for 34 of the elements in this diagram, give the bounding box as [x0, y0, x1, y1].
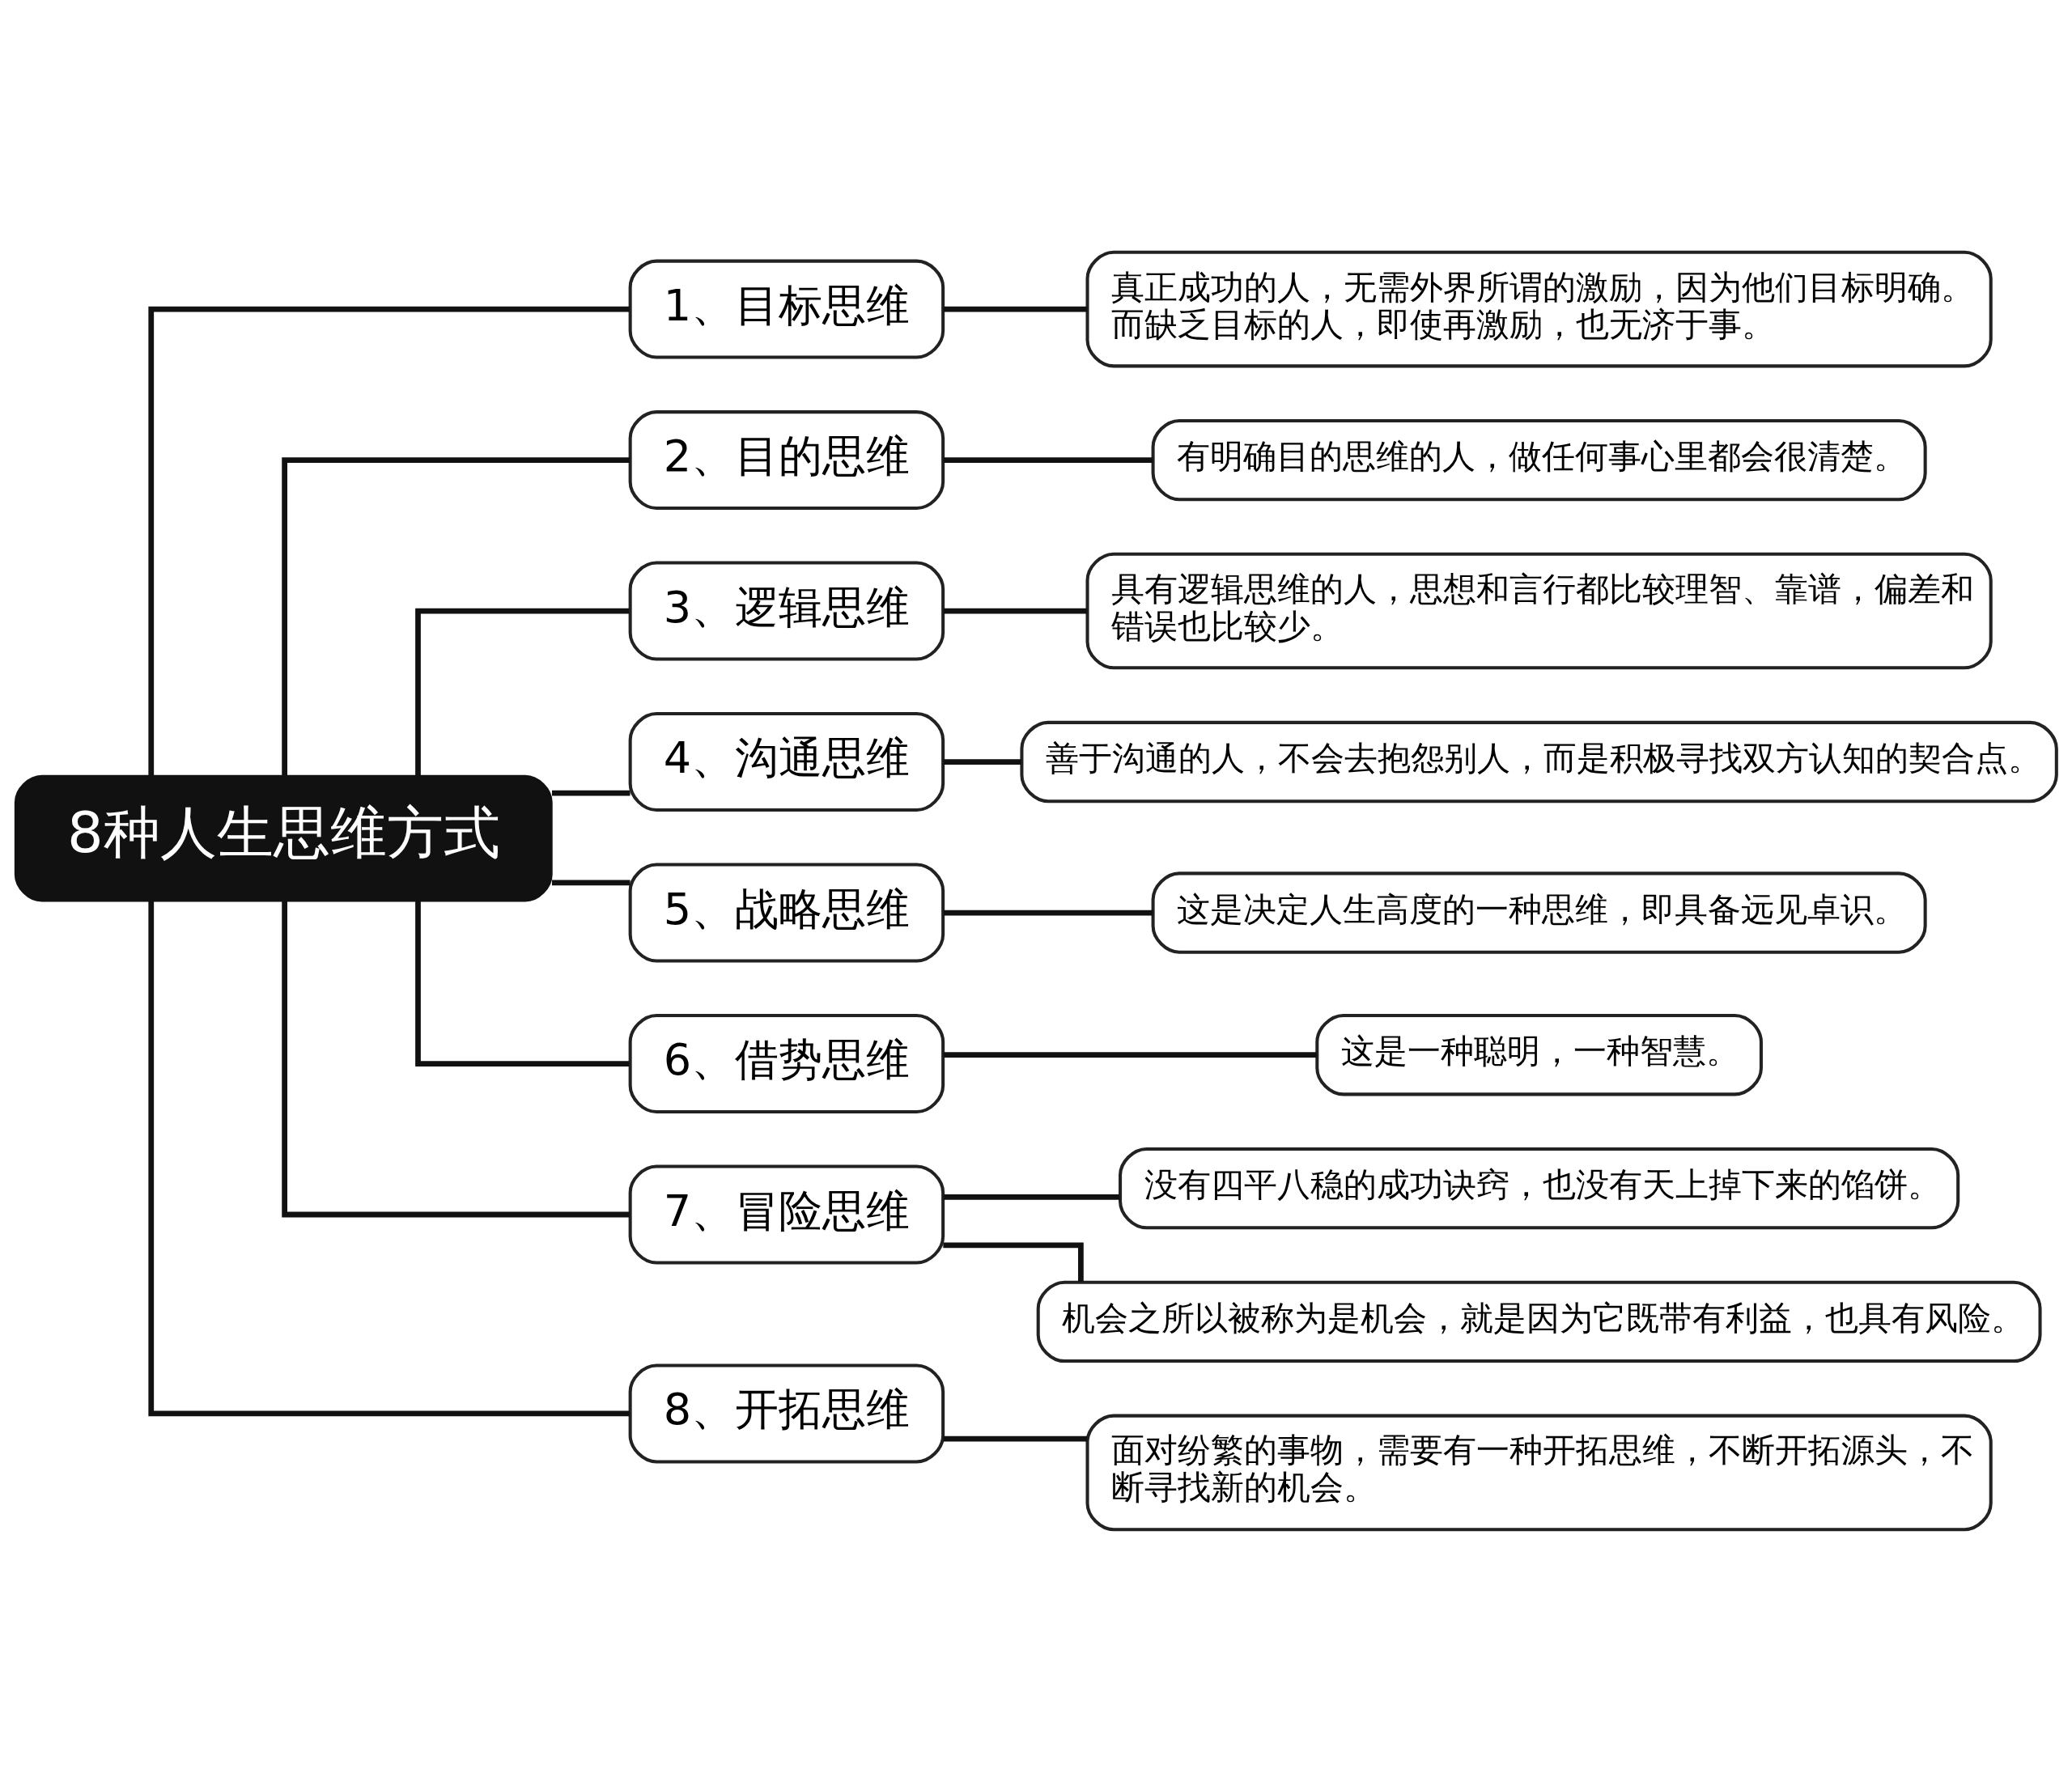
node-box: 8、开拓思维 — [628, 1363, 945, 1463]
node-box: 6、借势思维 — [628, 1013, 945, 1113]
connector — [415, 901, 630, 1066]
node-box: 2、目的思维 — [628, 409, 945, 510]
node-box: 具有逻辑思维的人，思想和言行都比较理智、靠谱，偏差和错误也比较少。 — [1085, 552, 1993, 669]
connector — [148, 901, 630, 1416]
node-box: 没有四平八稳的成功诀窍，也没有天上掉下来的馅饼。 — [1119, 1147, 1960, 1229]
node-box: 真正成功的人，无需外界所谓的激励，因为他们目标明确。而缺乏目标的人，即使再激励，也无济于事。 — [1085, 250, 1993, 367]
node-box: 3、逻辑思维 — [628, 561, 945, 661]
node-box: 1、目标思维 — [628, 259, 945, 359]
connector — [943, 758, 1021, 765]
connector — [943, 608, 1088, 613]
connector — [943, 1051, 1317, 1058]
node-box: 7、冒险思维 — [628, 1164, 945, 1264]
connector — [148, 306, 630, 776]
node-box: 这是一种聪明，一种智慧。 — [1315, 1013, 1763, 1096]
connector — [282, 456, 631, 776]
node-box: 这是决定人生高度的一种思维，即具备远见卓识。 — [1151, 871, 1927, 954]
node-box: 5、战略思维 — [628, 863, 945, 962]
connector — [552, 879, 631, 885]
connector — [943, 1435, 1088, 1441]
node-box: 善于沟通的人，不会去抱怨别人，而是积极寻找双方认知的契合点。 — [1020, 720, 2058, 803]
connector — [943, 1194, 1120, 1200]
node-box: 4、沟通思维 — [628, 711, 945, 812]
connector — [943, 910, 1153, 915]
connector — [943, 456, 1153, 463]
connector — [282, 901, 631, 1217]
node-box: 有明确目的思维的人，做任何事心里都会很清楚。 — [1151, 418, 1927, 501]
connector — [552, 790, 631, 795]
node-box: 8种人生思维方式 — [14, 774, 553, 901]
node-box: 面对纷繁的事物，需要有一种开拓思维，不断开拓源头，不断寻找新的机会。 — [1085, 1414, 1993, 1531]
connector — [415, 608, 630, 776]
connector — [943, 306, 1088, 312]
node-box: 机会之所以被称为是机会，就是因为它既带有利益，也具有风险。 — [1036, 1280, 2042, 1363]
